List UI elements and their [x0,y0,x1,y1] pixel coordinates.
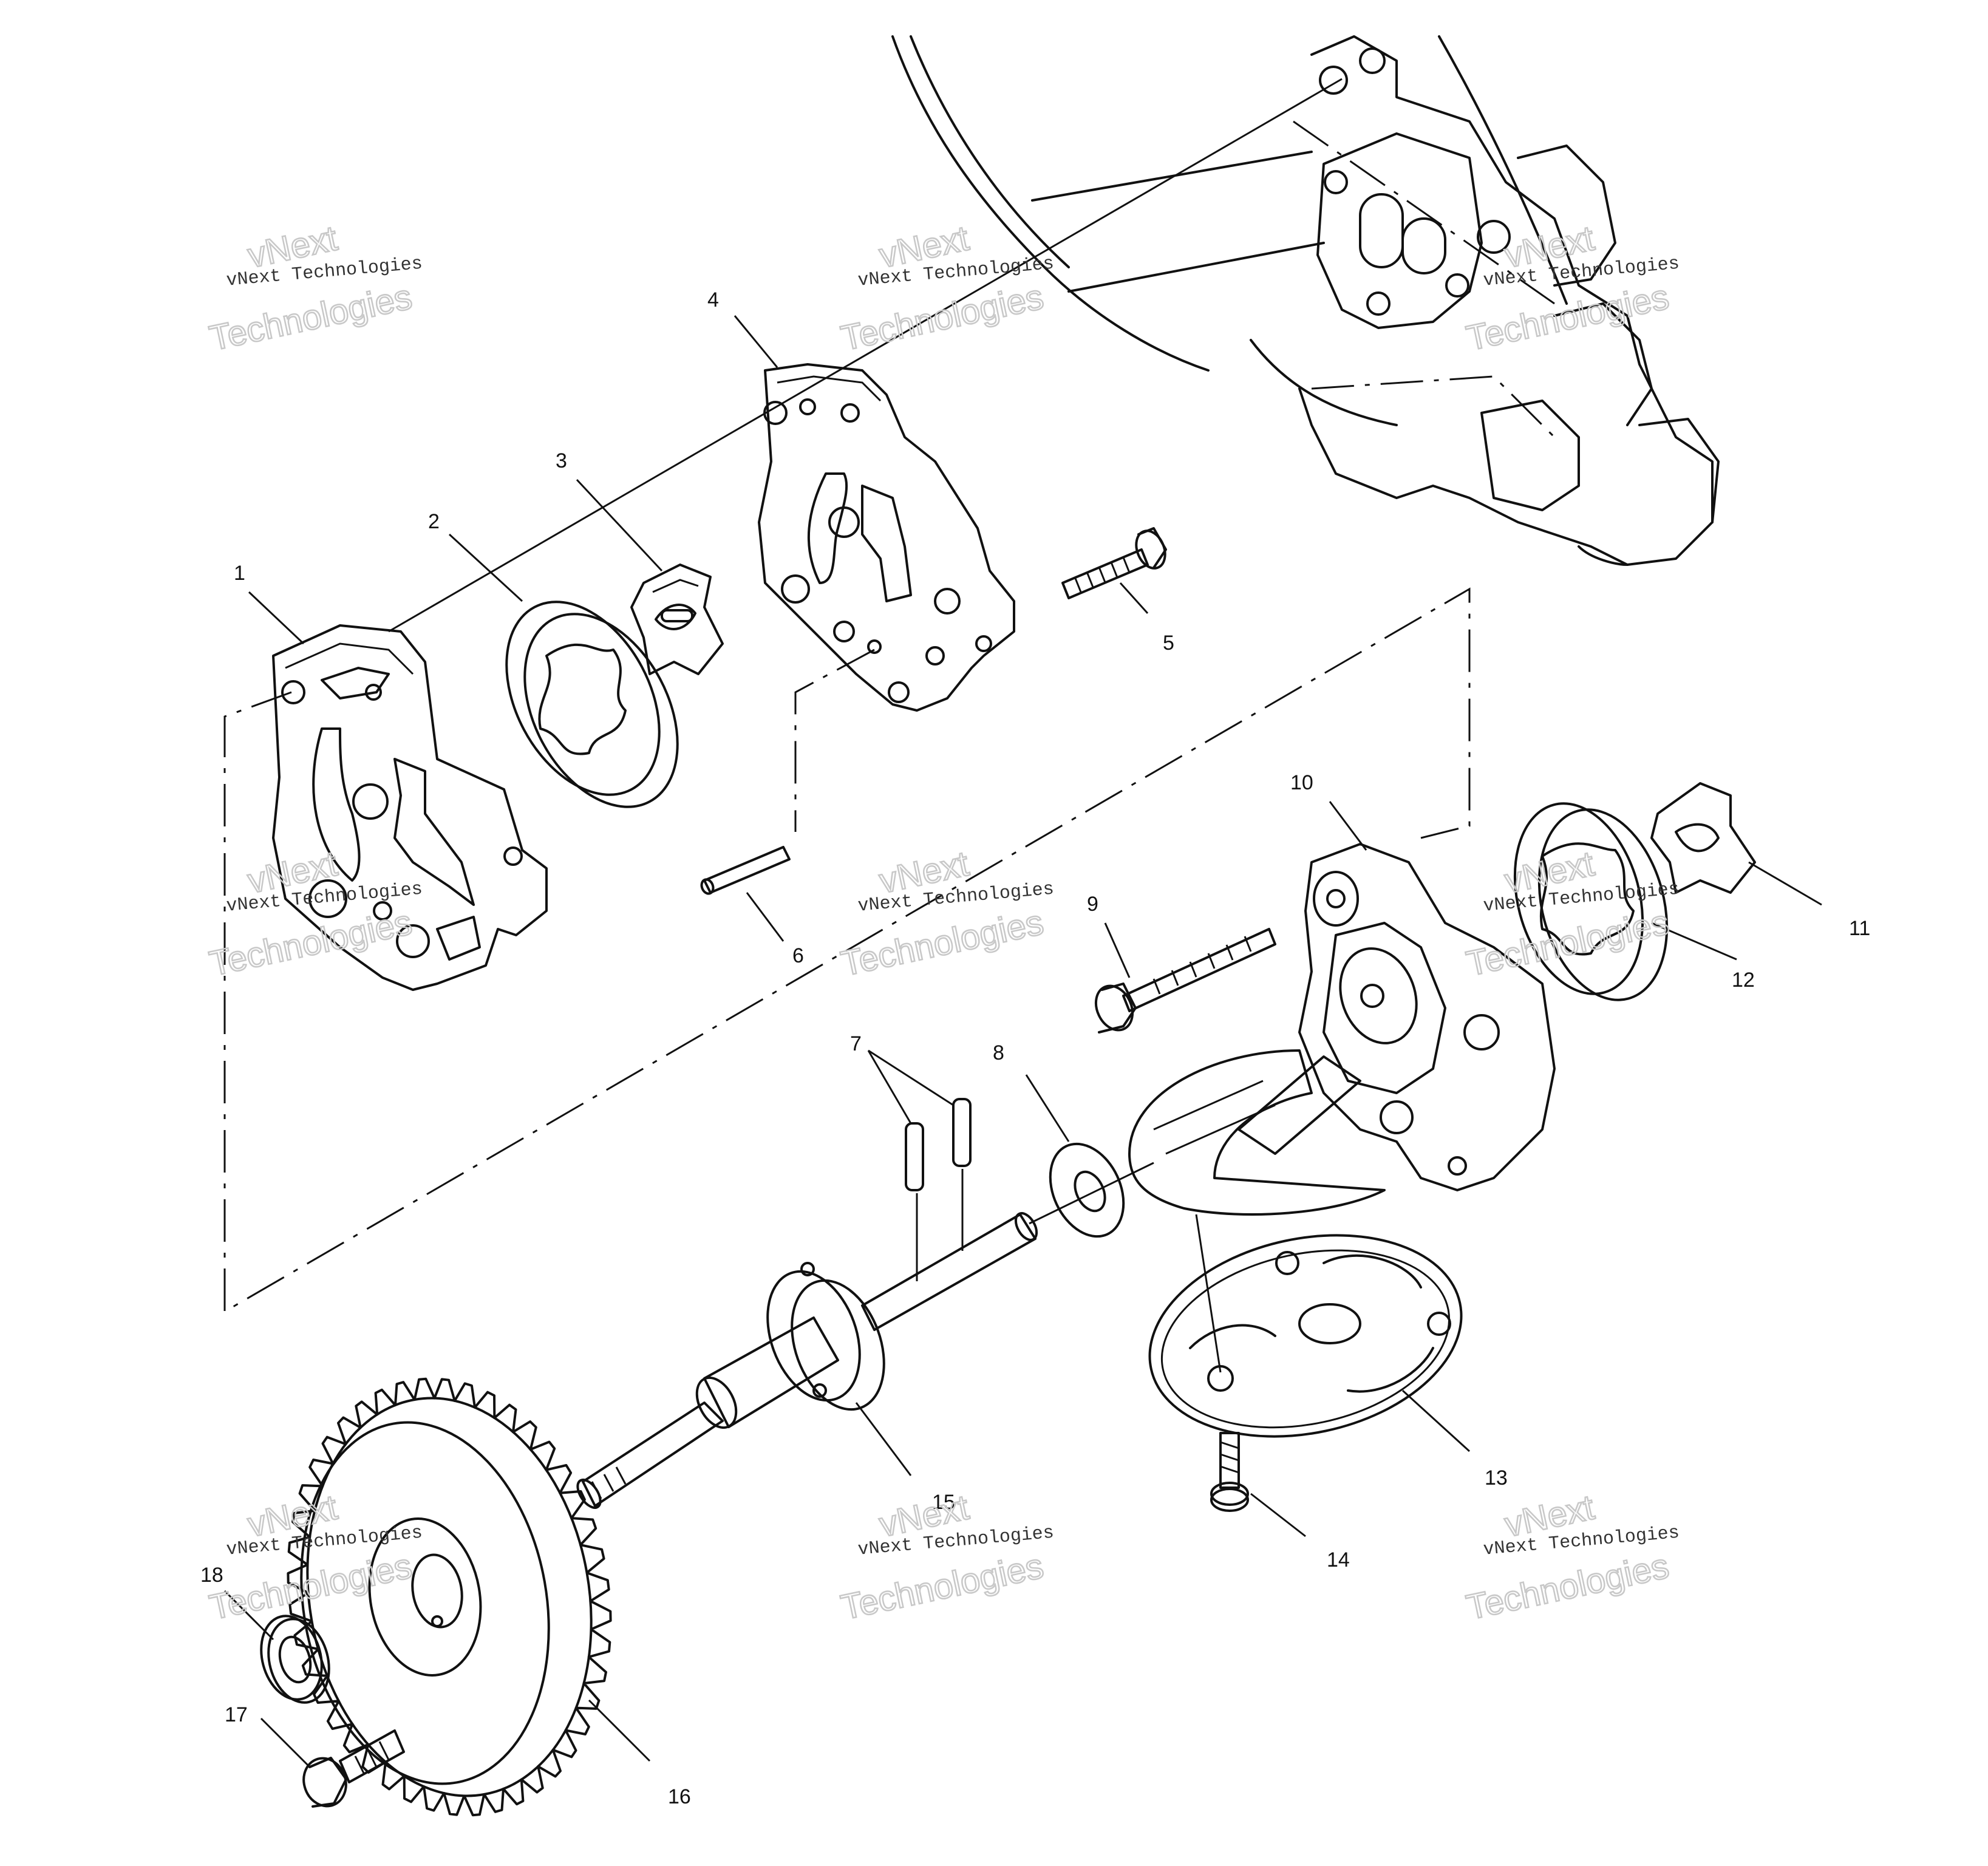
callout-13: 13 [1485,1466,1508,1490]
watermark: vNext vNext Technologies Technologies [205,217,423,359]
part-14-small-screw [1210,1432,1249,1512]
assembly-guide-lines [223,78,1471,1313]
part-10-pump-housing [1128,843,1556,1216]
gear-tooth-ring [287,1377,612,1817]
part-7-pins [905,1098,972,1281]
watermarks: vNext vNext Technologies Technologies vN… [205,217,1680,1628]
callout-16: 16 [668,1785,691,1808]
callout-8: 8 [993,1041,1004,1064]
callout-3: 3 [556,449,567,472]
part-12-outer-rotor [1513,802,1669,1001]
watermark: vNext vNext Technologies Technologies [1462,1486,1680,1628]
part-4-pump-body [758,363,1015,712]
callout-5: 5 [1163,632,1174,655]
callout-12: 12 [1732,969,1755,992]
callout-6: 6 [792,944,804,967]
part-2-outer-rotor [505,601,679,808]
part-13-cover-plate [1148,1214,1463,1438]
callout-9: 9 [1087,893,1098,916]
part-9-long-bolt [1094,928,1276,1033]
callout-18: 18 [200,1564,223,1587]
callout-14: 14 [1327,1548,1350,1571]
watermark: vNext vNext Technologies Technologies [205,843,423,984]
callout-1: 1 [234,562,245,585]
watermark: vNext vNext Technologies Technologies [837,1486,1055,1628]
callout-2: 2 [428,510,440,533]
watermark: vNext vNext Technologies Technologies [1462,217,1680,359]
part-11-inner-rotor [1650,782,1756,894]
part-8-washer [1029,1142,1154,1238]
callout-17: 17 [225,1703,248,1726]
part-3-inner-rotor [630,564,724,675]
callout-11: 11 [1849,917,1870,940]
part-18-seal [260,1615,330,1704]
part-1-pump-cover [272,624,548,991]
watermark: vNext vNext Technologies Technologies [837,217,1055,359]
callout-7: 7 [850,1032,862,1055]
callout-10: 10 [1290,771,1313,794]
watermark: vNext vNext Technologies Technologies [1462,843,1680,984]
callout-leaders [223,315,1822,1768]
watermark: vNext vNext Technologies Technologies [205,1486,423,1628]
part-17-bolt [302,1729,405,1808]
callout-15: 15 [932,1491,955,1514]
callout-4: 4 [707,288,719,312]
part-5-screw [1061,527,1167,599]
gear-teeth [287,1377,612,1817]
part-15-drive-shaft [576,1212,1038,1509]
crankcase-housing [891,35,1720,566]
watermark: vNext vNext Technologies Technologies [837,843,1055,984]
callout-numbers: 1 2 3 4 5 6 7 8 9 10 11 12 13 14 15 16 1… [200,288,1870,1808]
part-6-pin [700,846,791,895]
